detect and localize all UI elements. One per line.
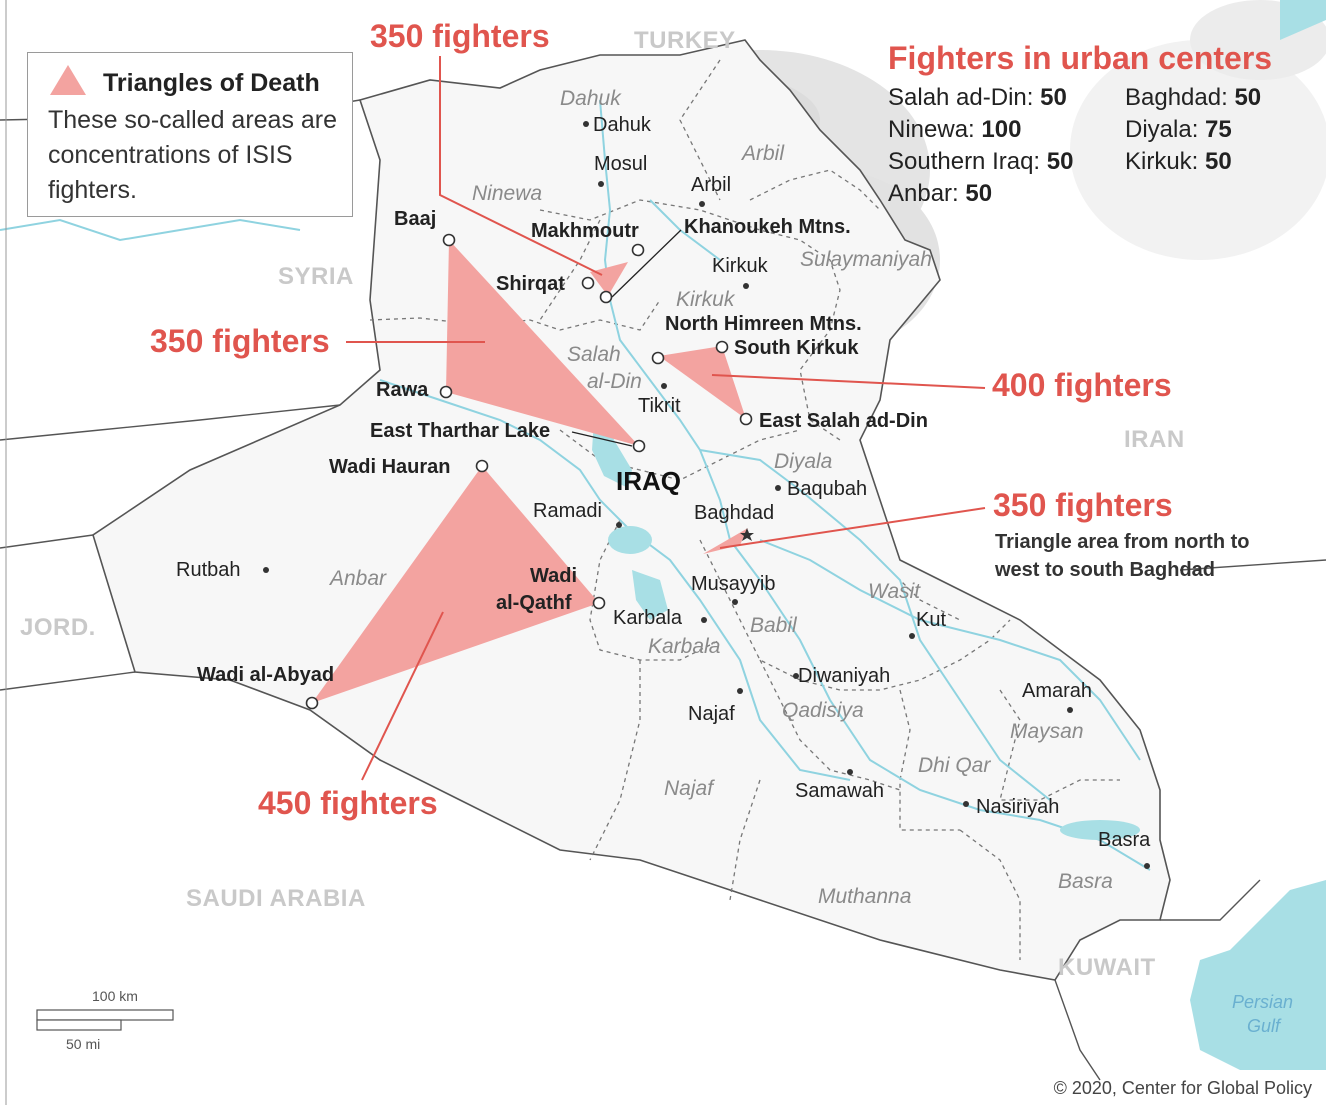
leader-lines [346, 56, 986, 781]
gov-babil: Babil [750, 614, 798, 637]
city-dots [263, 121, 1150, 869]
urban-centers-title: Fighters in urban centers [888, 40, 1273, 76]
city-nasiriyah: Nasiriyah [976, 796, 1059, 818]
gov-karbala: Karbala [648, 635, 720, 658]
point-wadi-qathf-2: al-Qathf [496, 592, 572, 614]
triangle-northwest [446, 240, 639, 446]
triangle-east [659, 346, 746, 419]
legend-description: These so-called areas are concentrations… [48, 106, 338, 204]
city-amarah: Amarah [1022, 680, 1092, 702]
city-baghdad: Baghdad [694, 502, 774, 524]
fighters-west: 350 fighters [150, 323, 330, 359]
gov-najaf: Najaf [664, 777, 715, 800]
fighters-south: 450 fighters [258, 785, 438, 821]
label-kuwait: KUWAIT [1058, 954, 1156, 981]
gov-sulaymaniyah: Sulaymaniyah [800, 248, 932, 271]
copyright: © 2020, Center for Global Policy [1053, 1078, 1312, 1098]
triangle-shirqat [590, 262, 628, 296]
gov-wasit: Wasit [868, 580, 921, 603]
scale-mi-label: 50 mi [66, 1036, 100, 1052]
gov-dhi-qar: Dhi Qar [918, 754, 991, 777]
city-samawah: Samawah [795, 780, 884, 802]
label-saudi-arabia: SAUDI ARABIA [186, 885, 366, 912]
urban-item-southern-iraq: Southern Iraq: 50 [888, 148, 1074, 175]
urban-item-ninewa: Ninewa: 100 [888, 116, 1022, 143]
triangles-of-death [312, 240, 748, 703]
point-wadi-qathf-1: Wadi [530, 565, 577, 587]
point-wadi-hauran: Wadi Hauran [329, 456, 451, 478]
gov-salah-2: al-Din [587, 370, 642, 393]
scale-bar: 100 km 50 mi [36, 988, 174, 1052]
gov-arbil: Arbil [740, 142, 785, 165]
gov-diyala: Diyala [774, 450, 832, 473]
gov-muthanna: Muthanna [818, 885, 911, 908]
city-musayyib: Musayyib [691, 573, 775, 595]
city-dahuk: Dahuk [593, 114, 652, 136]
point-rawa: Rawa [376, 379, 429, 401]
gov-kirkuk: Kirkuk [676, 288, 736, 311]
label-turkey: TURKEY [634, 27, 736, 54]
scale-km-label: 100 km [92, 988, 138, 1004]
point-baaj: Baaj [394, 208, 436, 230]
fighters-east: 400 fighters [992, 367, 1172, 403]
fighters-north: 350 fighters [370, 18, 550, 54]
baghdad-triangle-note: Triangle area from north to west to sout… [995, 531, 1250, 581]
city-karbala: Karbala [613, 607, 683, 629]
city-arbil: Arbil [691, 174, 731, 196]
label-iraq: IRAQ [616, 466, 681, 496]
city-kirkuk: Kirkuk [712, 255, 769, 277]
water-bodies [592, 0, 1326, 1070]
city-baqubah: Baqubah [787, 478, 867, 500]
legend: Triangles of Death These so-called areas… [27, 52, 353, 217]
gov-basra: Basra [1058, 870, 1113, 893]
gov-qadisiya: Qadisiya [782, 699, 864, 722]
city-mosul: Mosul [594, 153, 647, 175]
gov-maysan: Maysan [1010, 720, 1084, 743]
city-ramadi: Ramadi [533, 500, 602, 522]
city-rutbah: Rutbah [176, 559, 241, 581]
persian-gulf-label-1: Persian [1232, 992, 1293, 1012]
gov-ninewa: Ninewa [472, 182, 542, 205]
label-syria: SYRIA [278, 263, 354, 290]
point-east-tharthar: East Tharthar Lake [370, 420, 550, 442]
label-iran: IRAN [1124, 426, 1185, 453]
label-jordan: JORD. [20, 614, 96, 641]
city-diwaniyah: Diwaniyah [798, 665, 890, 687]
legend-triangle-icon [50, 65, 86, 95]
point-makhmoutr: Makhmoutr [531, 220, 639, 242]
gov-salah-1: Salah [567, 343, 621, 366]
urban-item-baghdad: Baghdad: 50 [1125, 84, 1262, 111]
urban-centers-panel: Fighters in urban centers Salah ad-Din: … [888, 40, 1308, 209]
urban-item-diyala: Diyala: 75 [1125, 116, 1232, 143]
city-tikrit: Tikrit [638, 395, 681, 417]
urban-item-kirkuk: Kirkuk: 50 [1125, 148, 1232, 175]
persian-gulf-label-2: Gulf [1247, 1016, 1282, 1036]
urban-centers-list: Salah ad-Din: 50 Baghdad: 50 Ninewa: 100… [888, 83, 1308, 209]
triangle-baghdad [703, 528, 748, 554]
vertex-markers [305, 233, 753, 710]
point-khanoukeh: Khanoukeh Mtns. [684, 216, 851, 238]
urban-item-anbar: Anbar: 50 [888, 180, 993, 207]
pointer-lines [571, 229, 682, 447]
legend-title: Triangles of Death [103, 69, 320, 97]
city-najaf: Najaf [688, 703, 735, 725]
triangle-south [312, 466, 599, 703]
urban-item-salah: Salah ad-Din: 50 [888, 84, 1067, 111]
city-basra: Basra [1098, 829, 1151, 851]
baghdad-star-icon [740, 528, 754, 541]
point-shirqat: Shirqat [496, 273, 565, 295]
point-south-kirkuk: South Kirkuk [734, 337, 859, 359]
fighters-baghdad: 350 fighters [993, 487, 1173, 523]
point-east-salah: East Salah ad-Din [759, 410, 928, 432]
iraq-territory [92, 39, 1171, 981]
city-kut: Kut [916, 609, 946, 631]
gov-dahuk: Dahuk [560, 87, 622, 110]
point-north-himreen: North Himreen Mtns. [665, 313, 862, 335]
gov-anbar: Anbar [328, 567, 387, 590]
point-wadi-abyad: Wadi al-Abyad [197, 664, 334, 686]
